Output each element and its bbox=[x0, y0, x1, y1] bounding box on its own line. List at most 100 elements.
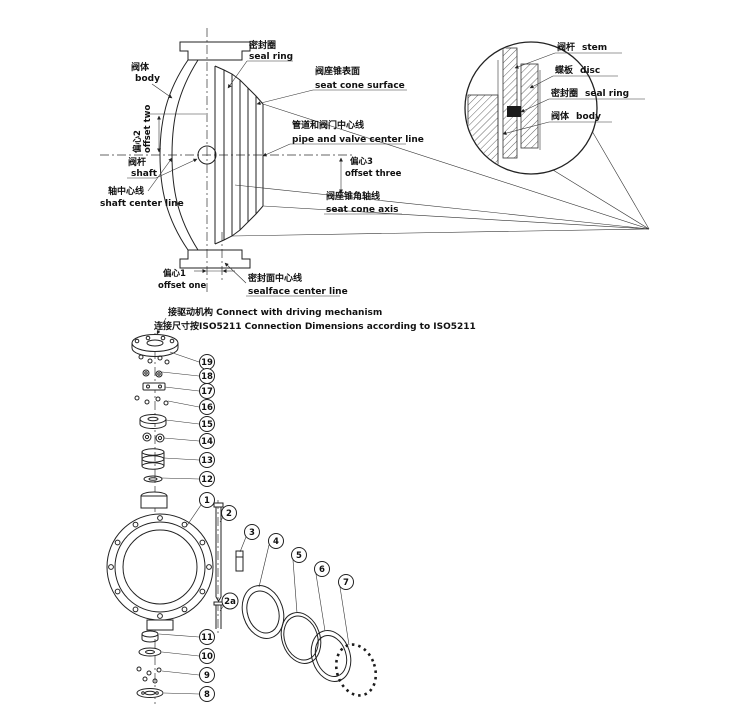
part-stem-2 bbox=[213, 502, 224, 602]
part-number-19: 19 bbox=[199, 354, 215, 370]
label-seat-cone-axis: 阀座锥角轴线 seat cone axis bbox=[324, 190, 402, 215]
detail-body-section bbox=[467, 94, 499, 166]
label-sealface-center-line: 密封面中心线 sealface center line bbox=[224, 262, 348, 297]
offset-three-en: offset three bbox=[345, 169, 402, 179]
stem-zh: 阀杆 bbox=[557, 41, 575, 53]
label-seat-cone-surface: 阀座锥表面 seat cone surface bbox=[256, 65, 407, 106]
disc-zh: 蝶板 bbox=[555, 64, 574, 76]
part-number-17: 17 bbox=[199, 383, 215, 399]
offset-three-zh: 偏心3 bbox=[350, 156, 373, 167]
detail-contents bbox=[467, 47, 541, 166]
part-number-5: 5 bbox=[291, 547, 307, 563]
part-number-16: 16 bbox=[199, 399, 215, 415]
pipe-valve-center-en: pipe and valve center line bbox=[292, 135, 424, 145]
label-seal-ring: 密封圈 seal ring bbox=[227, 39, 293, 89]
note-iso5211: 连接尺寸按ISO5211 Connection Dimensions accor… bbox=[154, 320, 476, 332]
part-number-6: 6 bbox=[314, 561, 330, 577]
detail-label-body: 阀体 body bbox=[502, 110, 612, 136]
detail-disc-section bbox=[520, 63, 539, 149]
sealface-center-line-zh: 密封面中心线 bbox=[247, 272, 302, 284]
part-number-18: 18 bbox=[199, 368, 215, 384]
seal-ring-zh: 密封圈 bbox=[248, 39, 276, 51]
detail-body-zh: 阀体 bbox=[551, 110, 570, 122]
part-spring-13 bbox=[141, 448, 165, 470]
body-en: body bbox=[135, 74, 160, 84]
part-bushing-11 bbox=[141, 630, 159, 643]
label-pipe-valve-center-line: 管道和阀门中心线 pipe and valve center line bbox=[262, 119, 424, 157]
svg-text:13: 13 bbox=[201, 456, 213, 466]
seal-ring-en: seal ring bbox=[249, 52, 293, 62]
svg-text:2a: 2a bbox=[224, 597, 236, 607]
detail-view: 阀杆 stem 蝶板 disc 密封圈 seal ring 阀体 body bbox=[464, 41, 645, 175]
disc-en: disc bbox=[580, 66, 600, 76]
cross-section-view: 密封圈 seal ring 阀体 body 阀座锥表面 seat cone su… bbox=[100, 28, 650, 297]
offset-one-zh: 偏心1 bbox=[163, 268, 186, 279]
detail-label-disc: 蝶板 disc bbox=[529, 64, 618, 89]
svg-text:14: 14 bbox=[201, 437, 213, 447]
offset-two-zh: 偏心2 bbox=[132, 130, 143, 153]
stem-en: stem bbox=[582, 43, 607, 53]
svg-text:18: 18 bbox=[201, 372, 213, 382]
exploded-view: 接驱动机构 Connect with driving mechanism 连接尺… bbox=[106, 306, 476, 705]
sealface-center-line-en: sealface center line bbox=[248, 287, 348, 297]
detail-label-stem: 阀杆 stem bbox=[514, 41, 622, 69]
part-screws-16 bbox=[134, 395, 169, 406]
shaft-center-line-en: shaft center line bbox=[100, 199, 184, 209]
detail-label-seal-ring: 密封圈 seal ring bbox=[520, 87, 645, 113]
svg-text:15: 15 bbox=[201, 420, 213, 430]
detail-body-en: body bbox=[576, 112, 601, 122]
part-number-13: 13 bbox=[199, 452, 215, 468]
part-key-3 bbox=[235, 550, 244, 572]
svg-text:2: 2 bbox=[226, 509, 232, 519]
seat-cone-surface-zh: 阀座锥表面 bbox=[315, 65, 360, 77]
part-seal-ring-5 bbox=[280, 612, 322, 664]
part-seat-ring-4 bbox=[241, 585, 285, 639]
svg-text:16: 16 bbox=[201, 403, 213, 413]
part-leader-lines bbox=[158, 351, 350, 695]
label-shaft: 阀杆 shaft bbox=[127, 156, 198, 179]
part-number-4: 4 bbox=[268, 533, 284, 549]
part-number-2a: 2a bbox=[221, 592, 239, 610]
detail-seal-ring-zh: 密封圈 bbox=[550, 87, 578, 99]
svg-text:10: 10 bbox=[201, 652, 213, 662]
part-number-10: 10 bbox=[199, 648, 215, 664]
part-screws-19 bbox=[138, 354, 170, 365]
shaft-center-line-zh: 轴中心线 bbox=[108, 185, 144, 197]
svg-text:6: 6 bbox=[319, 565, 325, 575]
label-offset-two: 偏心2 offset two bbox=[132, 105, 206, 153]
svg-text:12: 12 bbox=[201, 475, 213, 485]
part-number-12: 12 bbox=[199, 471, 215, 487]
seat-cone-axis-en: seat cone axis bbox=[326, 205, 398, 215]
part-cap-10 bbox=[138, 647, 162, 657]
label-offset-one: 偏心1 offset one bbox=[158, 268, 235, 291]
svg-text:8: 8 bbox=[204, 690, 210, 700]
part-number-14: 14 bbox=[199, 433, 215, 449]
part-lower-stem-2a bbox=[213, 601, 224, 629]
part-screws-9 bbox=[136, 666, 162, 684]
part-iso-flange bbox=[131, 334, 179, 357]
pipe-valve-center-zh: 管道和阀门中心线 bbox=[292, 119, 364, 131]
part-number-3: 3 bbox=[244, 524, 260, 540]
svg-text:7: 7 bbox=[343, 578, 349, 588]
part-gland-15 bbox=[139, 414, 167, 429]
seat-cone-axis-zh: 阀座锥角轴线 bbox=[326, 190, 380, 202]
offset-two-en: offset two bbox=[143, 105, 153, 153]
svg-text:1: 1 bbox=[204, 496, 210, 506]
part-rings-14 bbox=[142, 432, 165, 443]
label-body: 阀体 body bbox=[131, 61, 173, 99]
projection-lines bbox=[231, 103, 650, 237]
part-number-15: 15 bbox=[199, 416, 215, 432]
label-offset-three: 偏心3 offset three bbox=[339, 156, 402, 194]
svg-text:4: 4 bbox=[273, 537, 279, 547]
part-washers-18 bbox=[142, 369, 163, 378]
shaft-zh: 阀杆 bbox=[128, 156, 146, 168]
svg-text:17: 17 bbox=[201, 387, 213, 397]
part-bolt-circle-7 bbox=[334, 643, 378, 697]
part-number-9: 9 bbox=[199, 667, 215, 683]
part-oring-12 bbox=[143, 475, 163, 483]
part-plate-17 bbox=[142, 382, 166, 391]
part-number-11: 11 bbox=[199, 629, 215, 645]
part-valve-body-1 bbox=[106, 491, 214, 631]
